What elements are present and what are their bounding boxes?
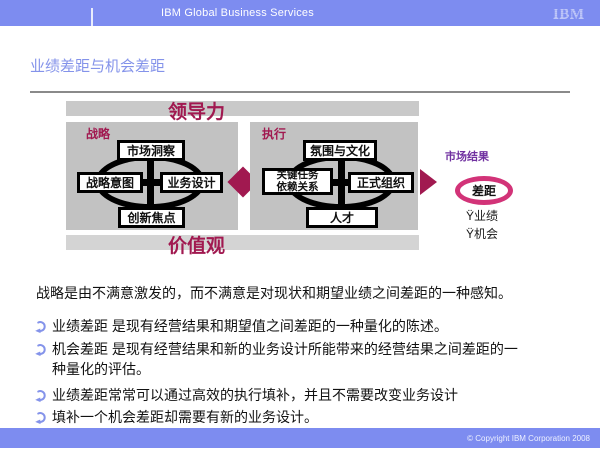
node-formal-organization: 正式组织 [348,172,414,193]
curved-arrow-bullet-icon [35,412,46,425]
strategy-label: 战略 [86,127,111,141]
header-divider [91,8,93,26]
title-rule [30,91,570,93]
gap-oval: 差距 [455,176,513,205]
node-market-insight: 市场洞察 [117,140,185,161]
bullet-item: 业绩差距常常可以通过高效的执行填补，并且不需要改变业务设计 [35,385,577,405]
intro-sentence: 战略是由不满意激发的，而不满意是对现状和期望业绩之间差距的一种感知。 [36,285,512,301]
bullet-item: 业绩差距 是现有经营结果和期望值之间差距的一种量化的陈述。 [35,316,577,336]
execution-horizontal-connector [328,179,354,186]
leadership-label: 领导力 [168,102,226,123]
bullet-item: 填补一个机会差距却需要有新的业务设计。 [35,407,577,427]
gap-item-performance: Ÿ业绩 [466,209,499,223]
node-talent: 人才 [306,207,378,228]
curved-arrow-bullet-icon [35,321,46,334]
leadership-band: 领导力 [66,101,419,123]
bullet-text: 机会差距 是现有经营结果和新的业务设计所能带来的经营结果之间差距的一种量化的评估… [52,341,518,377]
bullet-text: 业绩差距 是现有经营结果和期望值之间差距的一种量化的陈述。 [52,318,448,334]
node-critical-tasks-line2: 依赖关系 [276,180,319,193]
node-climate-culture: 氛围与文化 [303,140,377,161]
node-business-design: 业务设计 [160,172,223,193]
strategy-panel: 战略 市场洞察 战略意图 业务设计 创新焦点 [66,122,238,230]
strategy-horizontal-connector [136,179,166,186]
execution-panel: 执行 氛围与文化 关键任务 依赖关系 正式组织 人才 [250,122,418,230]
right-arrow-icon [420,169,437,195]
node-critical-tasks: 关键任务 依赖关系 [262,168,333,195]
header-bar: IBM Global Business Services IBM [0,0,600,26]
header-brand-text: IBM Global Business Services [161,7,314,19]
footer-bar: © Copyright IBM Corporation 2008 [0,428,600,448]
node-strategic-intent: 战略意图 [77,172,143,193]
node-critical-tasks-line1: 关键任务 [276,169,319,181]
copyright-text: © Copyright IBM Corporation 2008 [467,434,590,443]
bullet-text: 填补一个机会差距却需要有新的业务设计。 [52,409,318,425]
page-title: 业绩差距与机会差距 [30,58,166,75]
values-label: 价值观 [168,236,226,257]
market-result-label: 市场结果 [445,151,489,163]
node-innovation-focus: 创新焦点 [118,207,185,228]
gap-item-opportunity: Ÿ机会 [466,227,499,241]
execution-label: 执行 [262,127,287,141]
bullet-item: 机会差距 是现有经营结果和新的业务设计所能带来的经营结果之间差距的一种量化的评估… [35,339,530,379]
curved-arrow-bullet-icon [35,344,46,357]
ibm-logo-icon: IBM [552,7,592,21]
curved-arrow-bullet-icon [35,390,46,403]
bullet-text: 业绩差距常常可以通过高效的执行填补，并且不需要改变业务设计 [52,387,458,403]
values-band: 价值观 [66,235,419,257]
